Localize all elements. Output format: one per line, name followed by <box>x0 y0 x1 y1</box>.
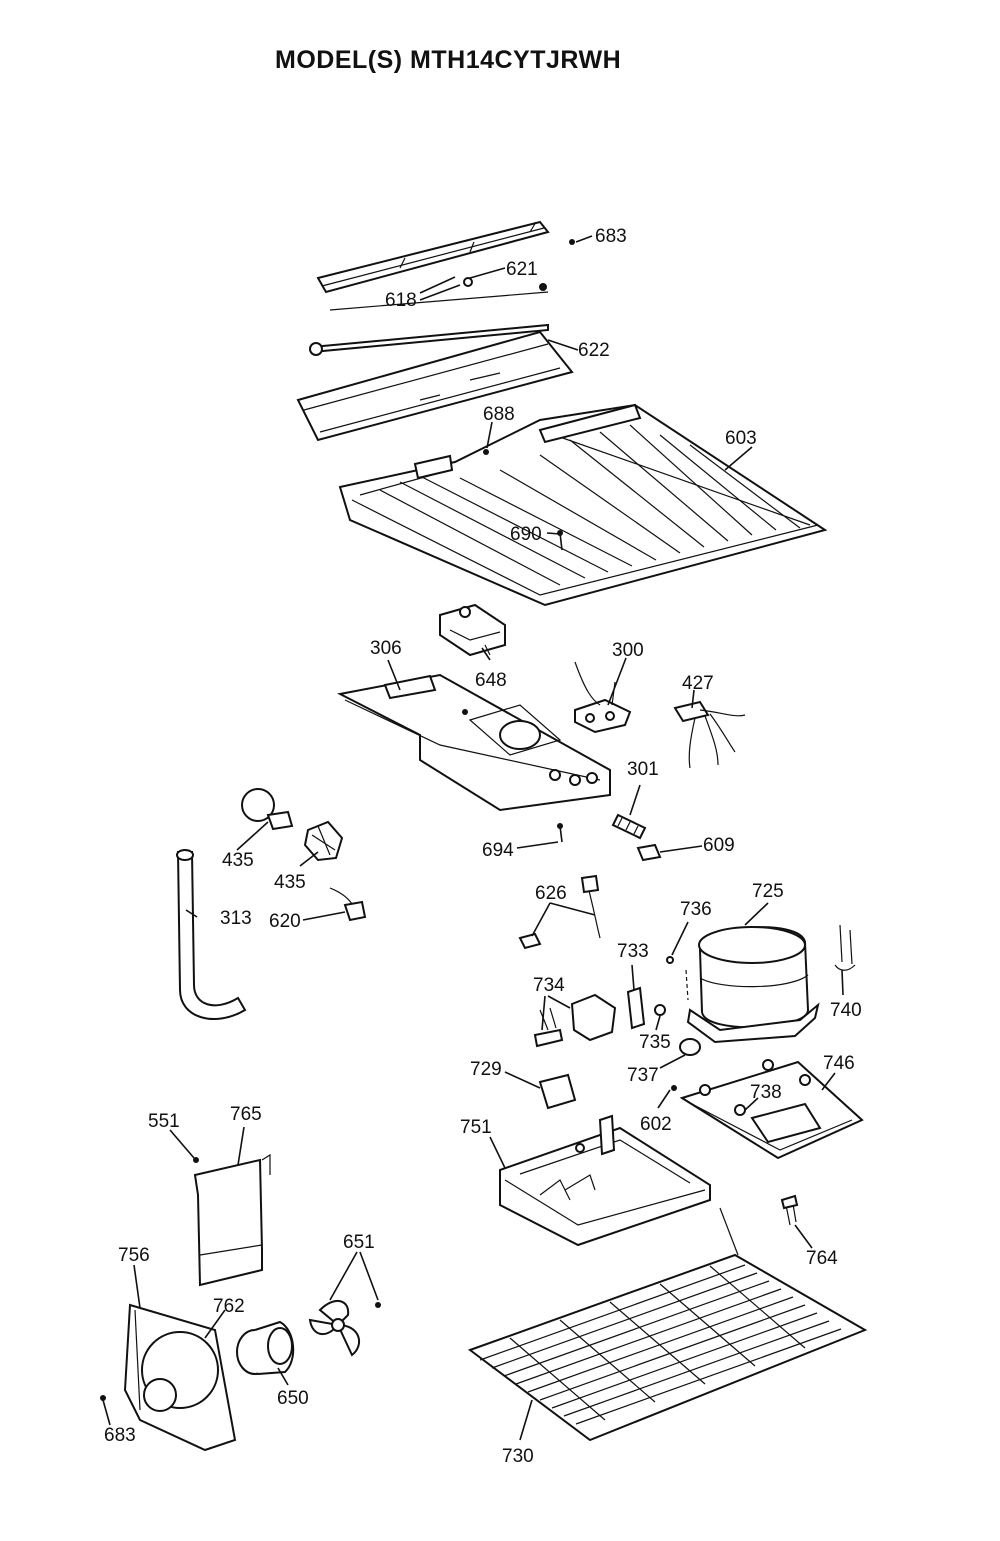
part-label-602: 602 <box>640 1114 672 1135</box>
part-603-tray-drawing <box>338 403 828 607</box>
part-label-651: 651 <box>343 1232 375 1253</box>
part-725-compressor-drawing <box>686 926 820 1044</box>
part-626-drawing <box>518 874 601 950</box>
part-label-622: 622 <box>578 340 610 361</box>
part-label-736: 736 <box>680 899 712 920</box>
part-label-734: 734 <box>533 975 565 996</box>
part-620-drawing <box>329 887 367 922</box>
part-label-735: 735 <box>639 1032 671 1053</box>
part-label-551: 551 <box>148 1111 180 1132</box>
part-301-609-drawing <box>611 813 662 862</box>
part-labels: 683 621 618 622 688 603 690 306 648 300 … <box>104 226 862 1467</box>
part-label-738: 738 <box>750 1082 782 1103</box>
part-label-300: 300 <box>612 640 644 661</box>
part-label-603: 603 <box>725 428 757 449</box>
part-651-fan-drawing <box>308 1300 381 1357</box>
part-label-690: 690 <box>510 524 542 545</box>
part-734-relay-drawing <box>533 993 666 1048</box>
part-label-725: 725 <box>752 881 784 902</box>
part-435-bulb-drawing <box>241 788 344 862</box>
part-label-618: 618 <box>385 290 417 311</box>
part-648-control-drawing <box>439 603 506 657</box>
part-751-pan-drawing <box>499 1114 711 1247</box>
leader-lines <box>102 235 844 1441</box>
part-label-683: 683 <box>104 1425 136 1446</box>
part-label-746: 746 <box>823 1053 855 1074</box>
part-label-626: 626 <box>535 883 567 904</box>
part-label-688: 688 <box>483 404 515 425</box>
part-764-clip-drawing <box>780 1194 799 1226</box>
part-756-shroud-drawing <box>100 1303 237 1452</box>
part-label-756: 756 <box>118 1245 150 1266</box>
part-740-clip-drawing <box>834 924 856 971</box>
part-622-channel-drawing <box>296 323 574 442</box>
part-label-609: 609 <box>703 835 735 856</box>
model-title: MODEL(S) MTH14CYTJRWH <box>275 46 622 74</box>
part-label-683: 683 <box>595 226 627 247</box>
part-306-housing-drawing <box>336 673 611 843</box>
part-313-tube-drawing <box>176 849 247 1020</box>
part-label-737: 737 <box>627 1065 659 1086</box>
part-label-762: 762 <box>213 1296 245 1317</box>
part-label-306: 306 <box>370 638 402 659</box>
part-label-650: 650 <box>277 1388 309 1409</box>
part-729-capacitor-drawing <box>538 1073 577 1110</box>
part-label-730: 730 <box>502 1446 534 1467</box>
part-label-301: 301 <box>627 759 659 780</box>
part-733-736-drawing <box>626 956 689 1030</box>
part-label-620: 620 <box>269 911 301 932</box>
part-650-motor-drawing <box>236 1320 295 1375</box>
part-300-socket-drawing <box>574 661 632 734</box>
part-765-cover-drawing <box>193 1153 271 1287</box>
part-730-coil-drawing <box>467 1207 868 1442</box>
part-621-rail-drawing <box>316 220 575 311</box>
part-label-694: 694 <box>482 840 514 861</box>
part-label-740: 740 <box>830 1000 862 1021</box>
part-label-427: 427 <box>682 673 714 694</box>
part-427-harness-drawing <box>673 700 746 769</box>
part-label-313: 313 <box>220 908 252 929</box>
part-label-435: 435 <box>274 872 306 893</box>
part-737-drawing <box>679 1038 701 1056</box>
part-label-764: 764 <box>806 1248 838 1269</box>
part-label-751: 751 <box>460 1117 492 1138</box>
part-746-plate-drawing <box>671 1059 864 1160</box>
part-label-733: 733 <box>617 941 649 962</box>
part-label-729: 729 <box>470 1059 502 1080</box>
part-label-621: 621 <box>506 259 538 280</box>
part-label-435: 435 <box>222 850 254 871</box>
part-label-765: 765 <box>230 1104 262 1125</box>
part-label-648: 648 <box>475 670 507 691</box>
